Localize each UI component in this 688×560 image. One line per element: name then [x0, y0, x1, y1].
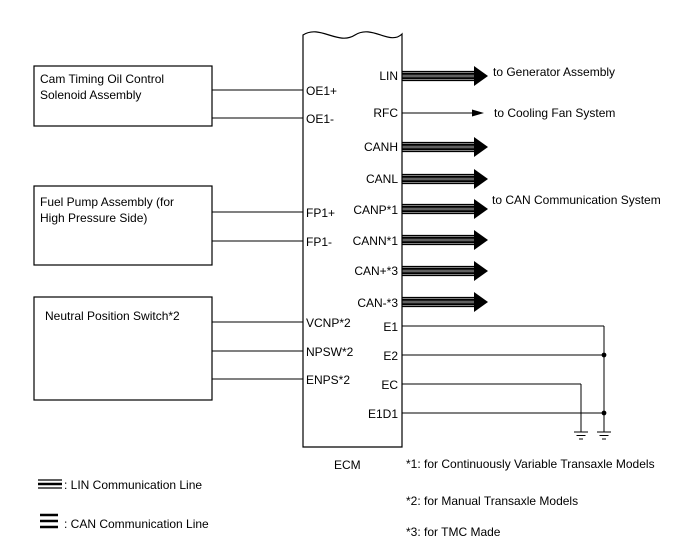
junction-dot [601, 352, 607, 358]
pin-npsw: NPSW*2 [306, 345, 354, 359]
legend-lin-label: : LIN Communication Line [64, 478, 202, 492]
lin-bus-arrow [400, 64, 490, 88]
pin-fp1-minus: FP1- [306, 235, 332, 249]
pin-oe1-plus: OE1+ [306, 84, 337, 98]
ground-wires [402, 325, 605, 432]
left-wires [212, 89, 303, 380]
pin-ec: EC [381, 378, 398, 392]
pin-cann: CANN*1 [353, 234, 399, 248]
cam-timing-label-2: Solenoid Assembly [40, 88, 141, 102]
rfc-arrow [402, 109, 484, 117]
ground-icon [597, 431, 611, 440]
junction-dot [601, 410, 607, 416]
dest-generator: to Generator Assembly [493, 65, 615, 79]
pin-e1d1: E1D1 [368, 407, 398, 421]
lin-line-legend-icon [38, 479, 62, 489]
dest-cooling-fan: to Cooling Fan System [494, 106, 615, 120]
pin-e2: E2 [383, 349, 398, 363]
legend-can-label: : CAN Communication Line [64, 517, 209, 531]
can-line-legend-icon [40, 513, 58, 529]
note-3: *3: for TMC Made [406, 525, 501, 539]
note-1: *1: for Continuously Variable Transaxle … [406, 457, 655, 471]
cam-timing-label-1: Cam Timing Oil Control [40, 72, 164, 86]
cann-bus-arrow [400, 228, 490, 252]
pin-canl: CANL [366, 172, 398, 186]
ground-icon [574, 431, 588, 440]
can-plus-bus-arrow [400, 259, 490, 283]
pin-vcnp: VCNP*2 [306, 316, 351, 330]
ecm-label: ECM [334, 458, 361, 472]
pin-lin: LIN [379, 69, 398, 83]
pin-canp: CANP*1 [353, 203, 398, 217]
fuel-pump-label-2: High Pressure Side) [40, 211, 147, 225]
neutral-switch-label: Neutral Position Switch*2 [45, 309, 180, 323]
pin-e1: E1 [383, 320, 398, 334]
pin-oe1-minus: OE1- [306, 112, 334, 126]
fuel-pump-label-1: Fuel Pump Assembly (for [40, 195, 174, 209]
canh-bus-arrow [400, 135, 490, 159]
cam-timing-box [33, 65, 213, 127]
can-minus-bus-arrow [400, 290, 490, 314]
pin-enps: ENPS*2 [306, 373, 350, 387]
pin-rfc: RFC [373, 106, 398, 120]
dest-can-system: to CAN Communication System [492, 193, 661, 207]
pin-fp1-plus: FP1+ [306, 206, 335, 220]
canl-bus-arrow [400, 167, 490, 191]
note-2: *2: for Manual Transaxle Models [406, 494, 578, 508]
ecm-box [302, 31, 403, 448]
pin-can-plus: CAN+*3 [354, 264, 398, 278]
neutral-switch-box [33, 296, 213, 401]
fuel-pump-box [33, 185, 213, 266]
canp-bus-arrow [400, 197, 490, 221]
pin-canh: CANH [364, 140, 398, 154]
pin-can-minus: CAN-*3 [357, 296, 398, 310]
